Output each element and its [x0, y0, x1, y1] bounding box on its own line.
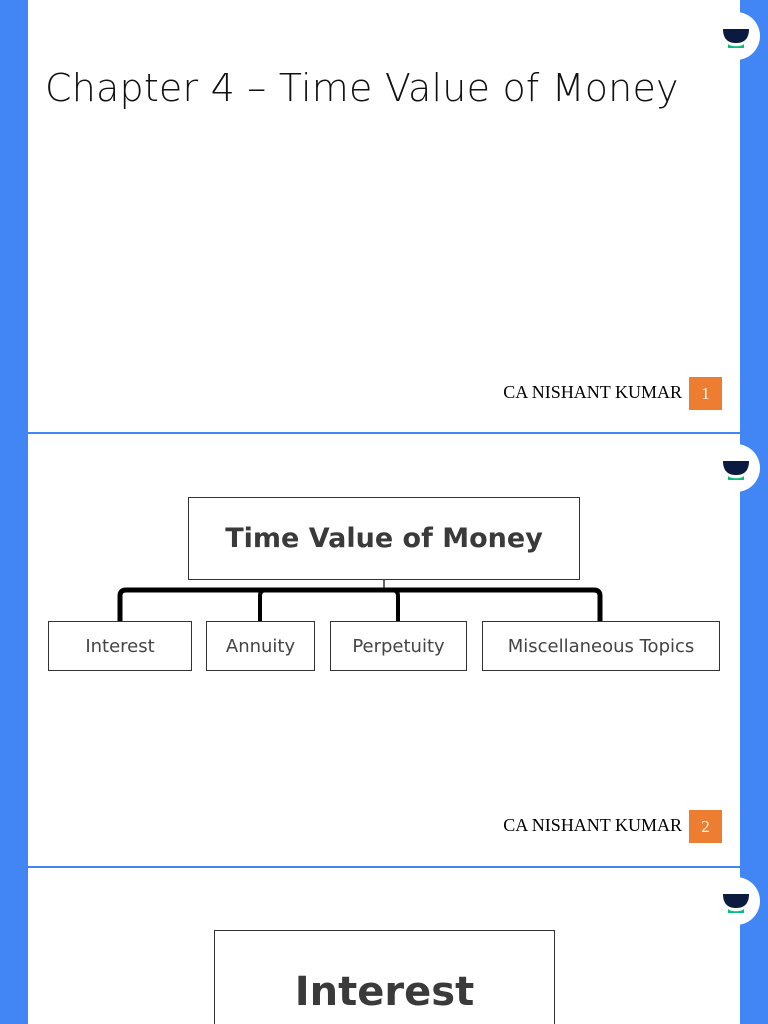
slide-1: Chapter 4 – Time Value of Money CA NISHA… [28, 0, 740, 432]
diagram-child-interest: Interest [48, 621, 192, 671]
slide-title: Chapter 4 – Time Value of Money [45, 66, 679, 110]
unacademy-logo-icon[interactable] [712, 12, 760, 60]
diagram-root-box: Time Value of Money [188, 497, 580, 580]
page-number-badge: 1 [689, 377, 722, 410]
diagram-connector [117, 580, 603, 621]
diagram-child-annuity: Annuity [206, 621, 315, 671]
unacademy-logo-icon[interactable] [712, 444, 760, 492]
slide-2: Time Value of Money Interest Annuity Per… [28, 434, 740, 866]
diagram-child-miscellaneous: Miscellaneous Topics [482, 621, 720, 671]
author-name: CA NISHANT KUMAR [503, 815, 682, 835]
slide-3: Interest [28, 868, 740, 1024]
interest-heading-box: Interest [214, 930, 555, 1024]
unacademy-logo-icon[interactable] [712, 877, 760, 925]
author-name: CA NISHANT KUMAR [503, 382, 682, 402]
diagram-child-perpetuity: Perpetuity [330, 621, 467, 671]
page-number-badge: 2 [689, 810, 722, 843]
